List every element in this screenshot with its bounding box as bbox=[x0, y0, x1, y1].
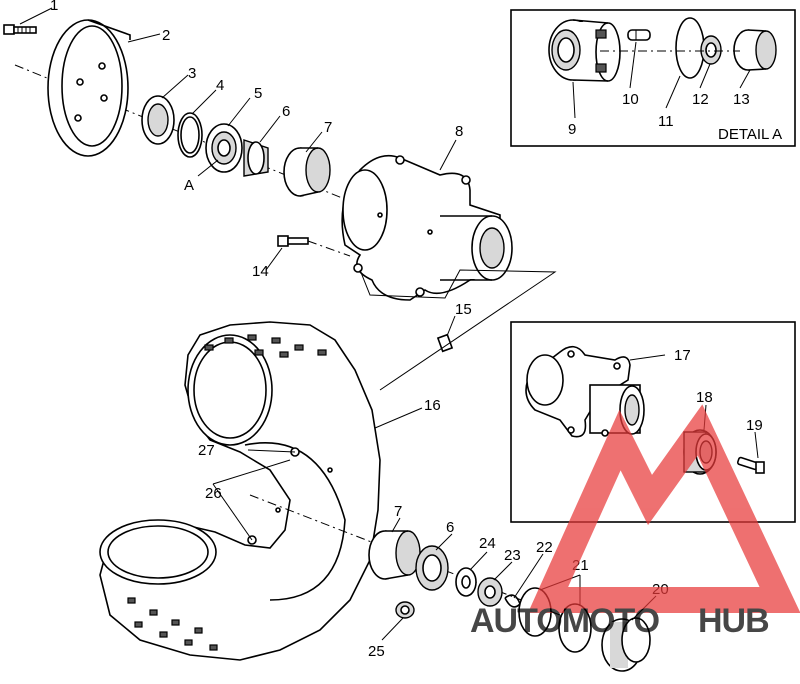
part-3-seal bbox=[141, 95, 175, 145]
part-15-stud bbox=[436, 333, 454, 353]
callout-8: 8 bbox=[455, 123, 463, 140]
callout-16: 16 bbox=[424, 397, 441, 414]
callout-12: 12 bbox=[692, 91, 709, 108]
detail-a-label: DETAIL A bbox=[718, 126, 782, 143]
callout-25: 25 bbox=[368, 643, 385, 660]
detail-b-box bbox=[510, 321, 796, 523]
detail-b-part-17 bbox=[525, 345, 645, 438]
callout-6: 6 bbox=[282, 103, 290, 120]
detail-a-part-9 bbox=[548, 19, 621, 82]
part-6-cone bbox=[243, 139, 269, 177]
part-4-ring bbox=[177, 112, 203, 158]
part-8-hub bbox=[341, 154, 513, 301]
callout-13: 13 bbox=[733, 91, 750, 108]
callout-7: 7 bbox=[324, 119, 332, 136]
lower-part-7-race bbox=[368, 530, 421, 580]
callout-22: 22 bbox=[536, 539, 553, 556]
part-25-nut bbox=[395, 601, 415, 619]
callout-26: 26 bbox=[205, 485, 222, 502]
callout-1: 1 bbox=[50, 0, 58, 14]
part-7-race bbox=[283, 147, 331, 197]
callout-24: 24 bbox=[479, 535, 496, 552]
detail-a-part-13 bbox=[733, 29, 777, 71]
part-14-bolt bbox=[277, 235, 309, 247]
part-20-cap bbox=[601, 617, 651, 672]
detail-a-box bbox=[510, 9, 796, 147]
callout-2: 2 bbox=[162, 27, 170, 44]
callout-3: 3 bbox=[188, 65, 196, 82]
callout-11: 11 bbox=[658, 113, 674, 130]
detail-a-part-10 bbox=[627, 29, 651, 41]
callout-4: 4 bbox=[216, 77, 224, 94]
watermark-text-a: AUTOMOTO bbox=[470, 602, 660, 640]
callout-6-lower: 6 bbox=[446, 519, 454, 536]
callout-10: 10 bbox=[622, 91, 639, 108]
callout-7-lower: 7 bbox=[394, 503, 402, 520]
detail-a-part-11 bbox=[675, 17, 705, 79]
callout-19: 19 bbox=[746, 417, 763, 434]
detail-b-part-19 bbox=[736, 456, 765, 474]
part-1-bolt bbox=[3, 24, 37, 35]
callout-23: 23 bbox=[504, 547, 521, 564]
watermark-text-b: HUB bbox=[698, 602, 769, 640]
callout-a: A bbox=[184, 177, 194, 194]
callout-9: 9 bbox=[568, 121, 576, 138]
callout-18: 18 bbox=[696, 389, 713, 406]
part-5-bearing bbox=[205, 123, 243, 173]
part-23-nut bbox=[477, 577, 503, 607]
watermark-logo: AUTOMOTO HUB bbox=[470, 404, 800, 640]
leader-lines bbox=[19, 7, 759, 641]
callout-15: 15 bbox=[455, 301, 472, 318]
callout-27: 27 bbox=[198, 442, 215, 459]
lower-part-6-bearing bbox=[415, 545, 449, 591]
detail-a-part-12 bbox=[700, 35, 722, 65]
part-16-tire bbox=[99, 321, 381, 661]
leader-hub-to-wheel bbox=[359, 269, 557, 391]
callout-17: 17 bbox=[674, 347, 691, 364]
callout-14: 14 bbox=[252, 263, 269, 280]
callout-5: 5 bbox=[254, 85, 262, 102]
part-2-brake-disc bbox=[47, 19, 131, 157]
part-24-washer bbox=[455, 567, 477, 597]
